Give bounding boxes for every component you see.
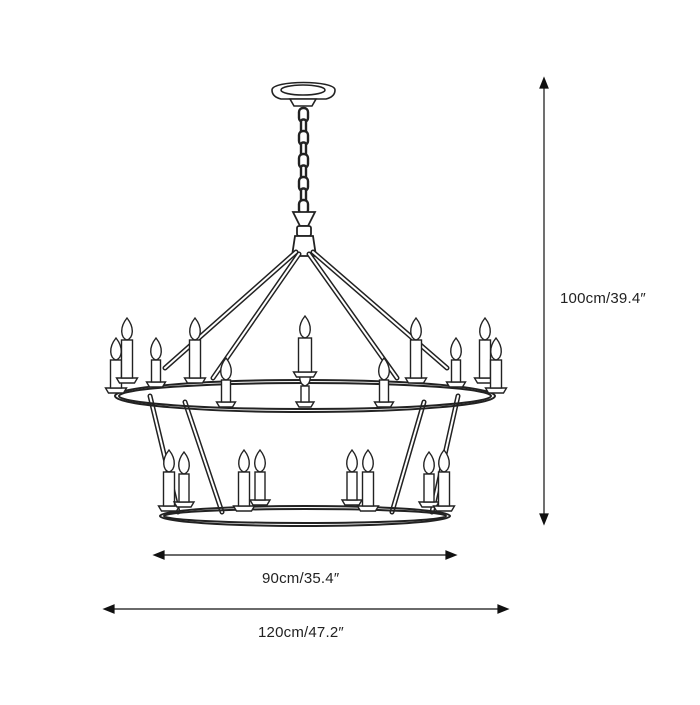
candle	[215, 356, 237, 408]
candle	[115, 316, 139, 384]
candle	[340, 448, 364, 506]
support-arms-inner	[164, 251, 448, 379]
candle	[183, 316, 207, 384]
candle	[104, 336, 128, 394]
ceiling-canopy	[271, 81, 336, 107]
height-dimension-arrow	[539, 76, 549, 526]
candle	[417, 450, 441, 508]
candle	[292, 314, 318, 378]
candle	[356, 448, 380, 512]
candle	[404, 316, 428, 384]
candle	[373, 356, 395, 408]
outer-diameter-label: 120cm/47.2″	[258, 624, 344, 641]
inner-diameter-dimension-arrow	[152, 550, 458, 560]
top-shackle	[290, 211, 318, 257]
lower-ring	[159, 505, 451, 527]
outer-diameter-dimension-arrow	[102, 604, 510, 614]
chain	[297, 106, 310, 216]
candle	[432, 448, 456, 512]
lower-struts	[147, 393, 461, 515]
candle	[445, 336, 467, 388]
candle	[248, 448, 272, 506]
candle	[145, 336, 167, 388]
candle	[484, 336, 508, 394]
candle	[172, 450, 196, 508]
candle	[232, 448, 256, 512]
inner-diameter-label: 90cm/35.4″	[262, 570, 340, 587]
lower-struts-inner	[149, 395, 459, 513]
height-label: 100cm/39.4″	[560, 290, 646, 307]
candles	[104, 314, 508, 512]
candle	[157, 448, 181, 512]
